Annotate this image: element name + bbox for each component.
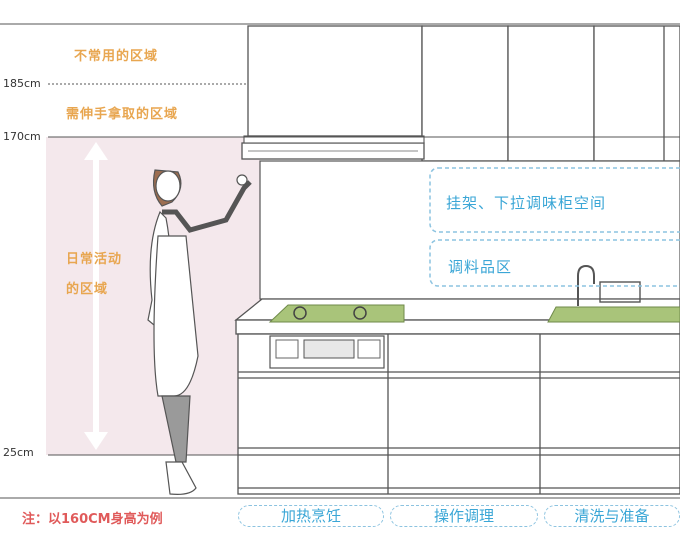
daily-activity-label-line2: 的区域 xyxy=(66,282,109,297)
zone-prep: 操作调理 xyxy=(390,505,538,527)
backsplash-wall xyxy=(259,160,680,300)
range-hood xyxy=(241,135,425,160)
height-170-label: 170cm xyxy=(3,130,41,143)
storage-panel xyxy=(429,167,680,287)
seasoning-area-label: 调料品区 xyxy=(448,258,513,276)
rack-space-label: 挂架、下拉调味柜空间 xyxy=(446,194,607,212)
rarely-used-region-label: 不常用的区域 xyxy=(74,49,159,64)
stretch-reach-region-label: 需伸手拿取的区域 xyxy=(66,107,179,122)
height-25-label: 25cm xyxy=(3,446,34,459)
height-note: 注：以160CM身高为例 xyxy=(22,512,163,527)
countertop xyxy=(234,264,680,335)
zone-cooking: 加热烹饪 xyxy=(238,505,384,527)
daily-zone-arrow xyxy=(84,142,108,450)
oven xyxy=(269,335,385,369)
daily-activity-label-line1: 日常活动 xyxy=(66,252,123,267)
height-185-label: 185cm xyxy=(3,77,41,90)
zone-washing: 清洗与准备 xyxy=(544,505,680,527)
height-guidelines xyxy=(0,23,680,499)
upper-cabinets xyxy=(247,25,680,162)
woman-figure xyxy=(147,169,252,495)
